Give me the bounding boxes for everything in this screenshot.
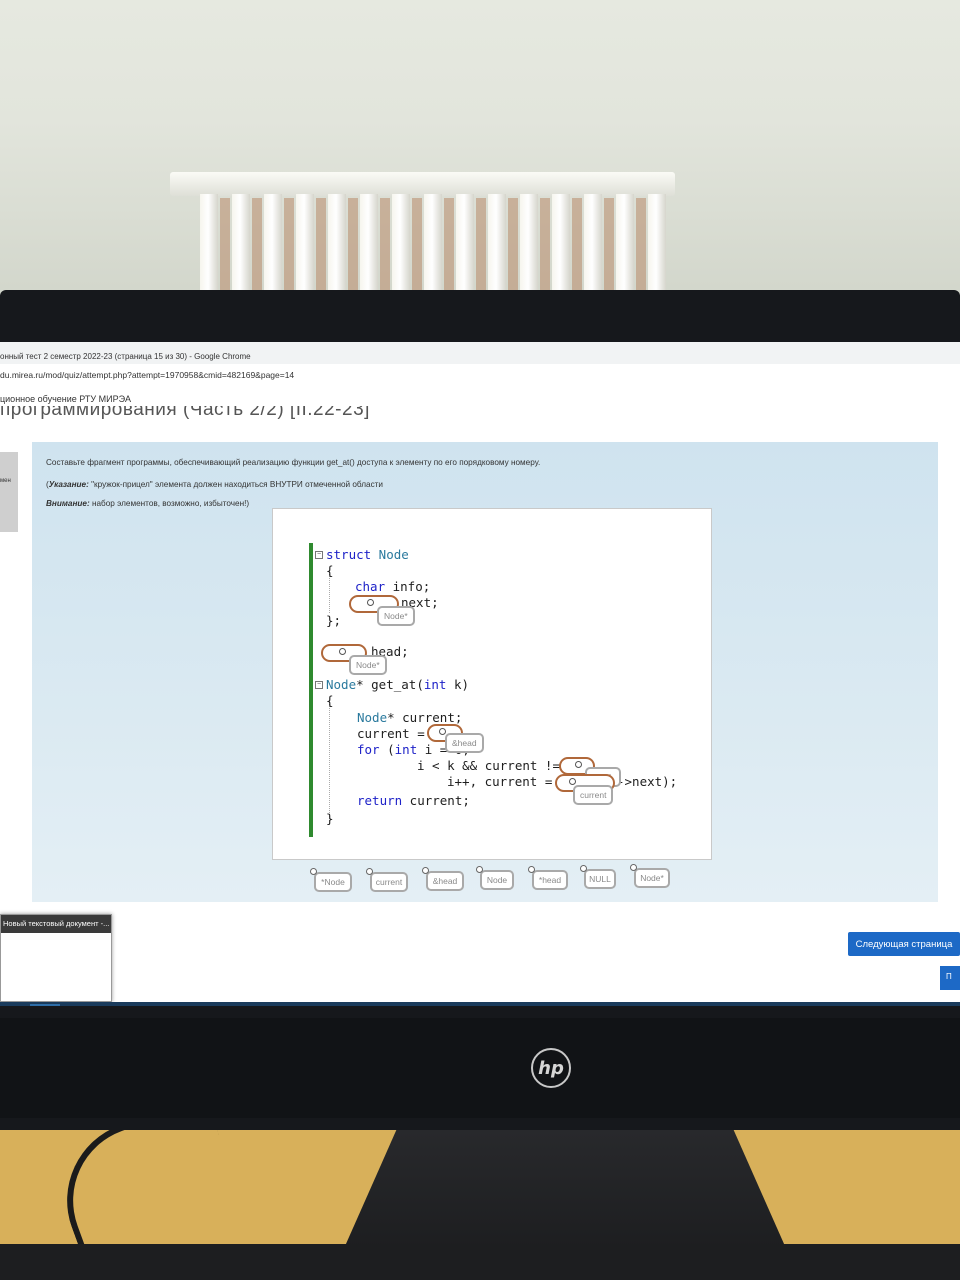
- question-hint: (Указание: "кружок-прицел" элемента долж…: [46, 480, 383, 489]
- question-text: Составьте фрагмент программы, обеспечива…: [46, 458, 541, 467]
- question-warning: Внимание: набор элементов, возможно, изб…: [46, 499, 249, 508]
- next-page-button[interactable]: Следующая страница: [848, 932, 960, 956]
- page-heading: программирования (Часть 2/2) [II.22-23]: [0, 406, 370, 420]
- question-panel: Составьте фрагмент программы, обеспечива…: [32, 442, 938, 902]
- code-line: Node* current;: [357, 710, 463, 725]
- fold-func-icon: −: [315, 681, 323, 689]
- next-page-button-secondary[interactable]: П: [940, 966, 960, 990]
- choice-null[interactable]: NULL: [580, 865, 616, 889]
- code-line: char info;: [355, 579, 431, 594]
- choice-address-head[interactable]: &head: [422, 867, 464, 891]
- placed-chip-address-head[interactable]: &head: [445, 733, 484, 753]
- placed-chip-current[interactable]: current: [573, 785, 614, 805]
- placed-chip-node-ptr[interactable]: Node*: [377, 606, 415, 626]
- placed-chip-node-ptr[interactable]: Node*: [349, 655, 387, 675]
- fold-struct-icon: −: [315, 551, 323, 559]
- code-line: i < k && current !=: [417, 758, 560, 773]
- choice-node[interactable]: Node: [476, 866, 514, 890]
- site-name[interactable]: ционное обучение РТУ МИРЭА: [0, 394, 132, 404]
- hp-logo-icon: hp: [531, 1048, 571, 1088]
- address-bar[interactable]: du.mirea.ru/mod/quiz/attempt.php?attempt…: [0, 370, 295, 380]
- keyboard: [0, 1244, 960, 1280]
- code-margin-bar: [309, 543, 313, 837]
- monitor-chin: [0, 1018, 960, 1118]
- hint-text: "кружок-прицел" элемента должен находить…: [88, 480, 383, 489]
- code-line: {: [326, 693, 334, 708]
- notepad-taskbar-icon[interactable]: ✎: [30, 1004, 60, 1006]
- notepad-preview[interactable]: Новый текстовый документ -...: [0, 914, 112, 1002]
- choice-deref-head[interactable]: *head: [528, 866, 568, 890]
- code-line: i++, current =: [447, 774, 560, 789]
- code-line: return current;: [357, 793, 470, 808]
- screen: онный тест 2 семестр 2022-23 (страница 1…: [0, 342, 960, 1006]
- code-line: ->next);: [617, 774, 678, 789]
- code-line: };: [326, 613, 342, 628]
- code-line: Node* get_at(int k): [326, 677, 469, 692]
- choice-node-deref[interactable]: *Node: [310, 868, 352, 892]
- choice-node-ptr[interactable]: Node*: [630, 864, 670, 888]
- code-drop-area: − − struct Node { char info; next; }; he…: [272, 508, 712, 860]
- warning-text: набор элементов, возможно, избыточен!): [89, 499, 250, 508]
- notepad-title: Новый текстовый документ -...: [1, 915, 111, 933]
- warning-label: Внимание:: [46, 499, 90, 508]
- code-line: current =: [357, 726, 433, 741]
- taskbar: ✎: [0, 1002, 960, 1006]
- code-line: }: [326, 811, 334, 826]
- code-line: struct Node: [326, 547, 409, 562]
- code-line: {: [326, 563, 334, 578]
- choice-current[interactable]: current: [366, 868, 408, 892]
- window-title: онный тест 2 семестр 2022-23 (страница 1…: [0, 342, 960, 364]
- question-info-tab: мен: [0, 452, 18, 532]
- hint-label: Указание:: [48, 480, 89, 489]
- window-blinds: [170, 172, 675, 299]
